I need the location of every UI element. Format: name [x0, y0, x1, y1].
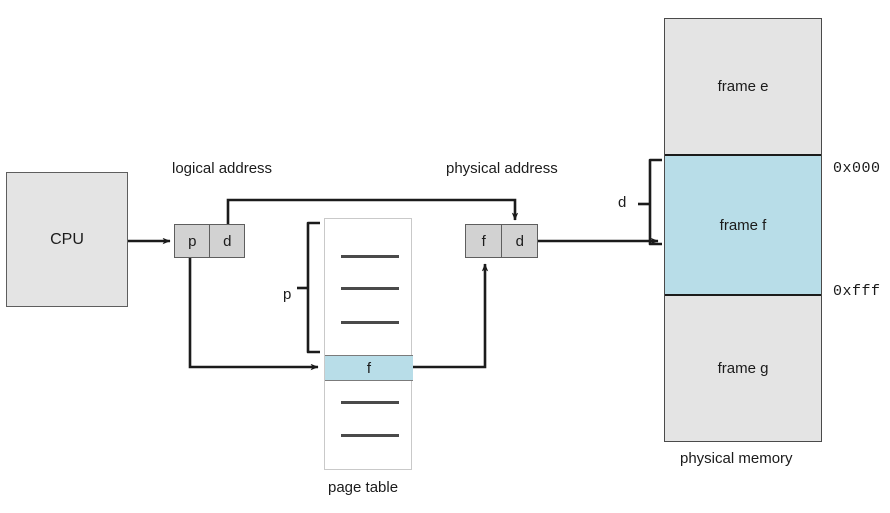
- memory-frame-f: frame f: [665, 154, 821, 296]
- physical-memory-caption: physical memory: [680, 450, 793, 467]
- wire-frame-number-to-physical-address: [412, 263, 489, 369]
- page-table-entry-line: [341, 434, 399, 437]
- bracket-page-number: [306, 221, 320, 354]
- page-table-entry-line: [341, 321, 399, 324]
- physical-address-offset-cell: d: [501, 225, 537, 257]
- wire-page-number-to-page-table: [188, 258, 319, 371]
- physical-address-box: f d: [465, 224, 538, 258]
- page-table-entry-line: [341, 287, 399, 290]
- physical-memory-box: frame e frame f frame g: [664, 18, 822, 442]
- bracket-offset-d: [648, 158, 662, 246]
- logical-address-caption: logical address: [172, 160, 273, 177]
- page-table-box: f: [324, 218, 413, 470]
- memory-address-top: 0x000: [833, 160, 881, 177]
- page-number-bracket-label: p: [283, 286, 292, 303]
- physical-address-caption: physical address: [446, 160, 558, 177]
- page-table-entry-line: [341, 255, 399, 258]
- memory-frame-g: frame g: [665, 296, 821, 440]
- logical-address-page-cell: p: [188, 232, 197, 250]
- offset-bracket-label: d: [618, 194, 627, 211]
- physical-address-frame-cell: f: [481, 232, 486, 250]
- logical-address-box: p d: [174, 224, 245, 258]
- memory-frame-e: frame e: [665, 19, 821, 154]
- logical-address-offset-cell: d: [209, 225, 244, 257]
- page-table-caption: page table: [328, 479, 399, 496]
- memory-address-bottom: 0xfff: [833, 283, 881, 300]
- page-table-selected-entry: f: [325, 355, 413, 381]
- page-table-entry-line: [341, 401, 399, 404]
- cpu-box: CPU: [6, 172, 128, 307]
